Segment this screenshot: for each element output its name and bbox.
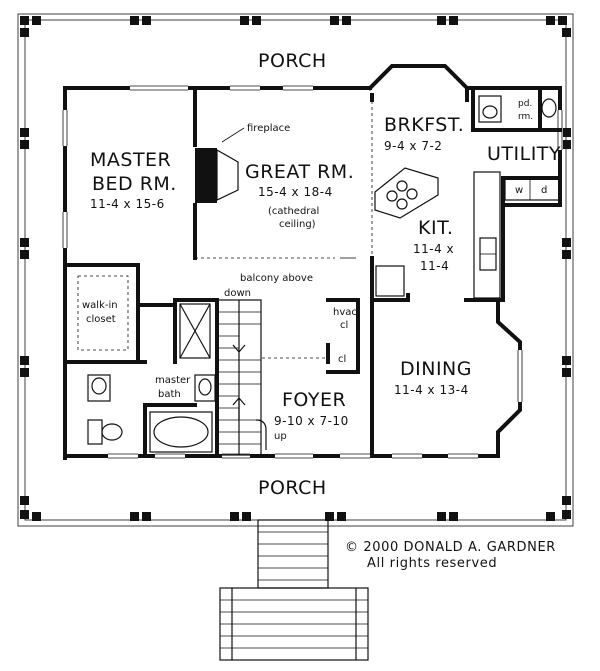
walk-in-closet-label-2: closet <box>86 314 116 325</box>
washer-label: w <box>515 185 523 196</box>
great-room-note-2: ceiling) <box>279 219 316 230</box>
great-room-label: GREAT RM. <box>245 161 354 183</box>
hvac-closet-label-1: hvac <box>333 307 357 318</box>
foyer-label: FOYER <box>282 389 346 411</box>
walk-in-closet-label-1: walk-in <box>82 300 118 311</box>
kitchen-dims-1: 11-4 x <box>413 242 454 256</box>
master-bed-dims: 11-4 x 15-6 <box>90 197 165 211</box>
breakfast-label: BRKFST. <box>384 114 464 136</box>
balcony-label: balcony above <box>240 273 313 284</box>
utility-label: UTILITY <box>487 143 561 165</box>
master-bed-label-2: BED RM. <box>92 173 177 195</box>
great-room-dims: 15-4 x 18-4 <box>258 185 333 199</box>
hvac-closet-label-2: cl <box>340 320 348 331</box>
front-steps <box>219 519 369 661</box>
foyer-dims: 9-10 x 7-10 <box>274 414 349 428</box>
dryer-label: d <box>541 185 547 196</box>
master-bath-label-2: bath <box>158 389 181 400</box>
dining-dims: 11-4 x 13-4 <box>394 383 469 397</box>
powder-room-label-2: rm. <box>518 112 533 122</box>
interior-walls <box>63 86 562 458</box>
porch-top-label: PORCH <box>258 50 327 72</box>
master-bath-label-1: master <box>155 375 191 386</box>
porch-bottom-label: PORCH <box>258 477 327 499</box>
kitchen-dims-2: 11-4 <box>420 259 449 273</box>
stairs-down-label: down <box>224 288 251 299</box>
dining-label: DINING <box>400 358 472 380</box>
fireplace-label: fireplace <box>247 123 290 134</box>
copyright-line-2: All rights reserved <box>367 556 497 571</box>
copyright-line-1: © 2000 DONALD A. GARDNER <box>345 540 556 555</box>
kitchen-label: KIT. <box>418 217 453 239</box>
powder-room-label-1: pd. <box>518 99 532 109</box>
master-bed-label-1: MASTER <box>90 149 171 171</box>
breakfast-dims: 9-4 x 7-2 <box>384 139 442 153</box>
great-room-note-1: (cathedral <box>268 206 319 217</box>
porch-posts <box>20 16 571 521</box>
stairs-up-label: up <box>274 431 287 442</box>
closet-label: cl <box>338 354 346 365</box>
